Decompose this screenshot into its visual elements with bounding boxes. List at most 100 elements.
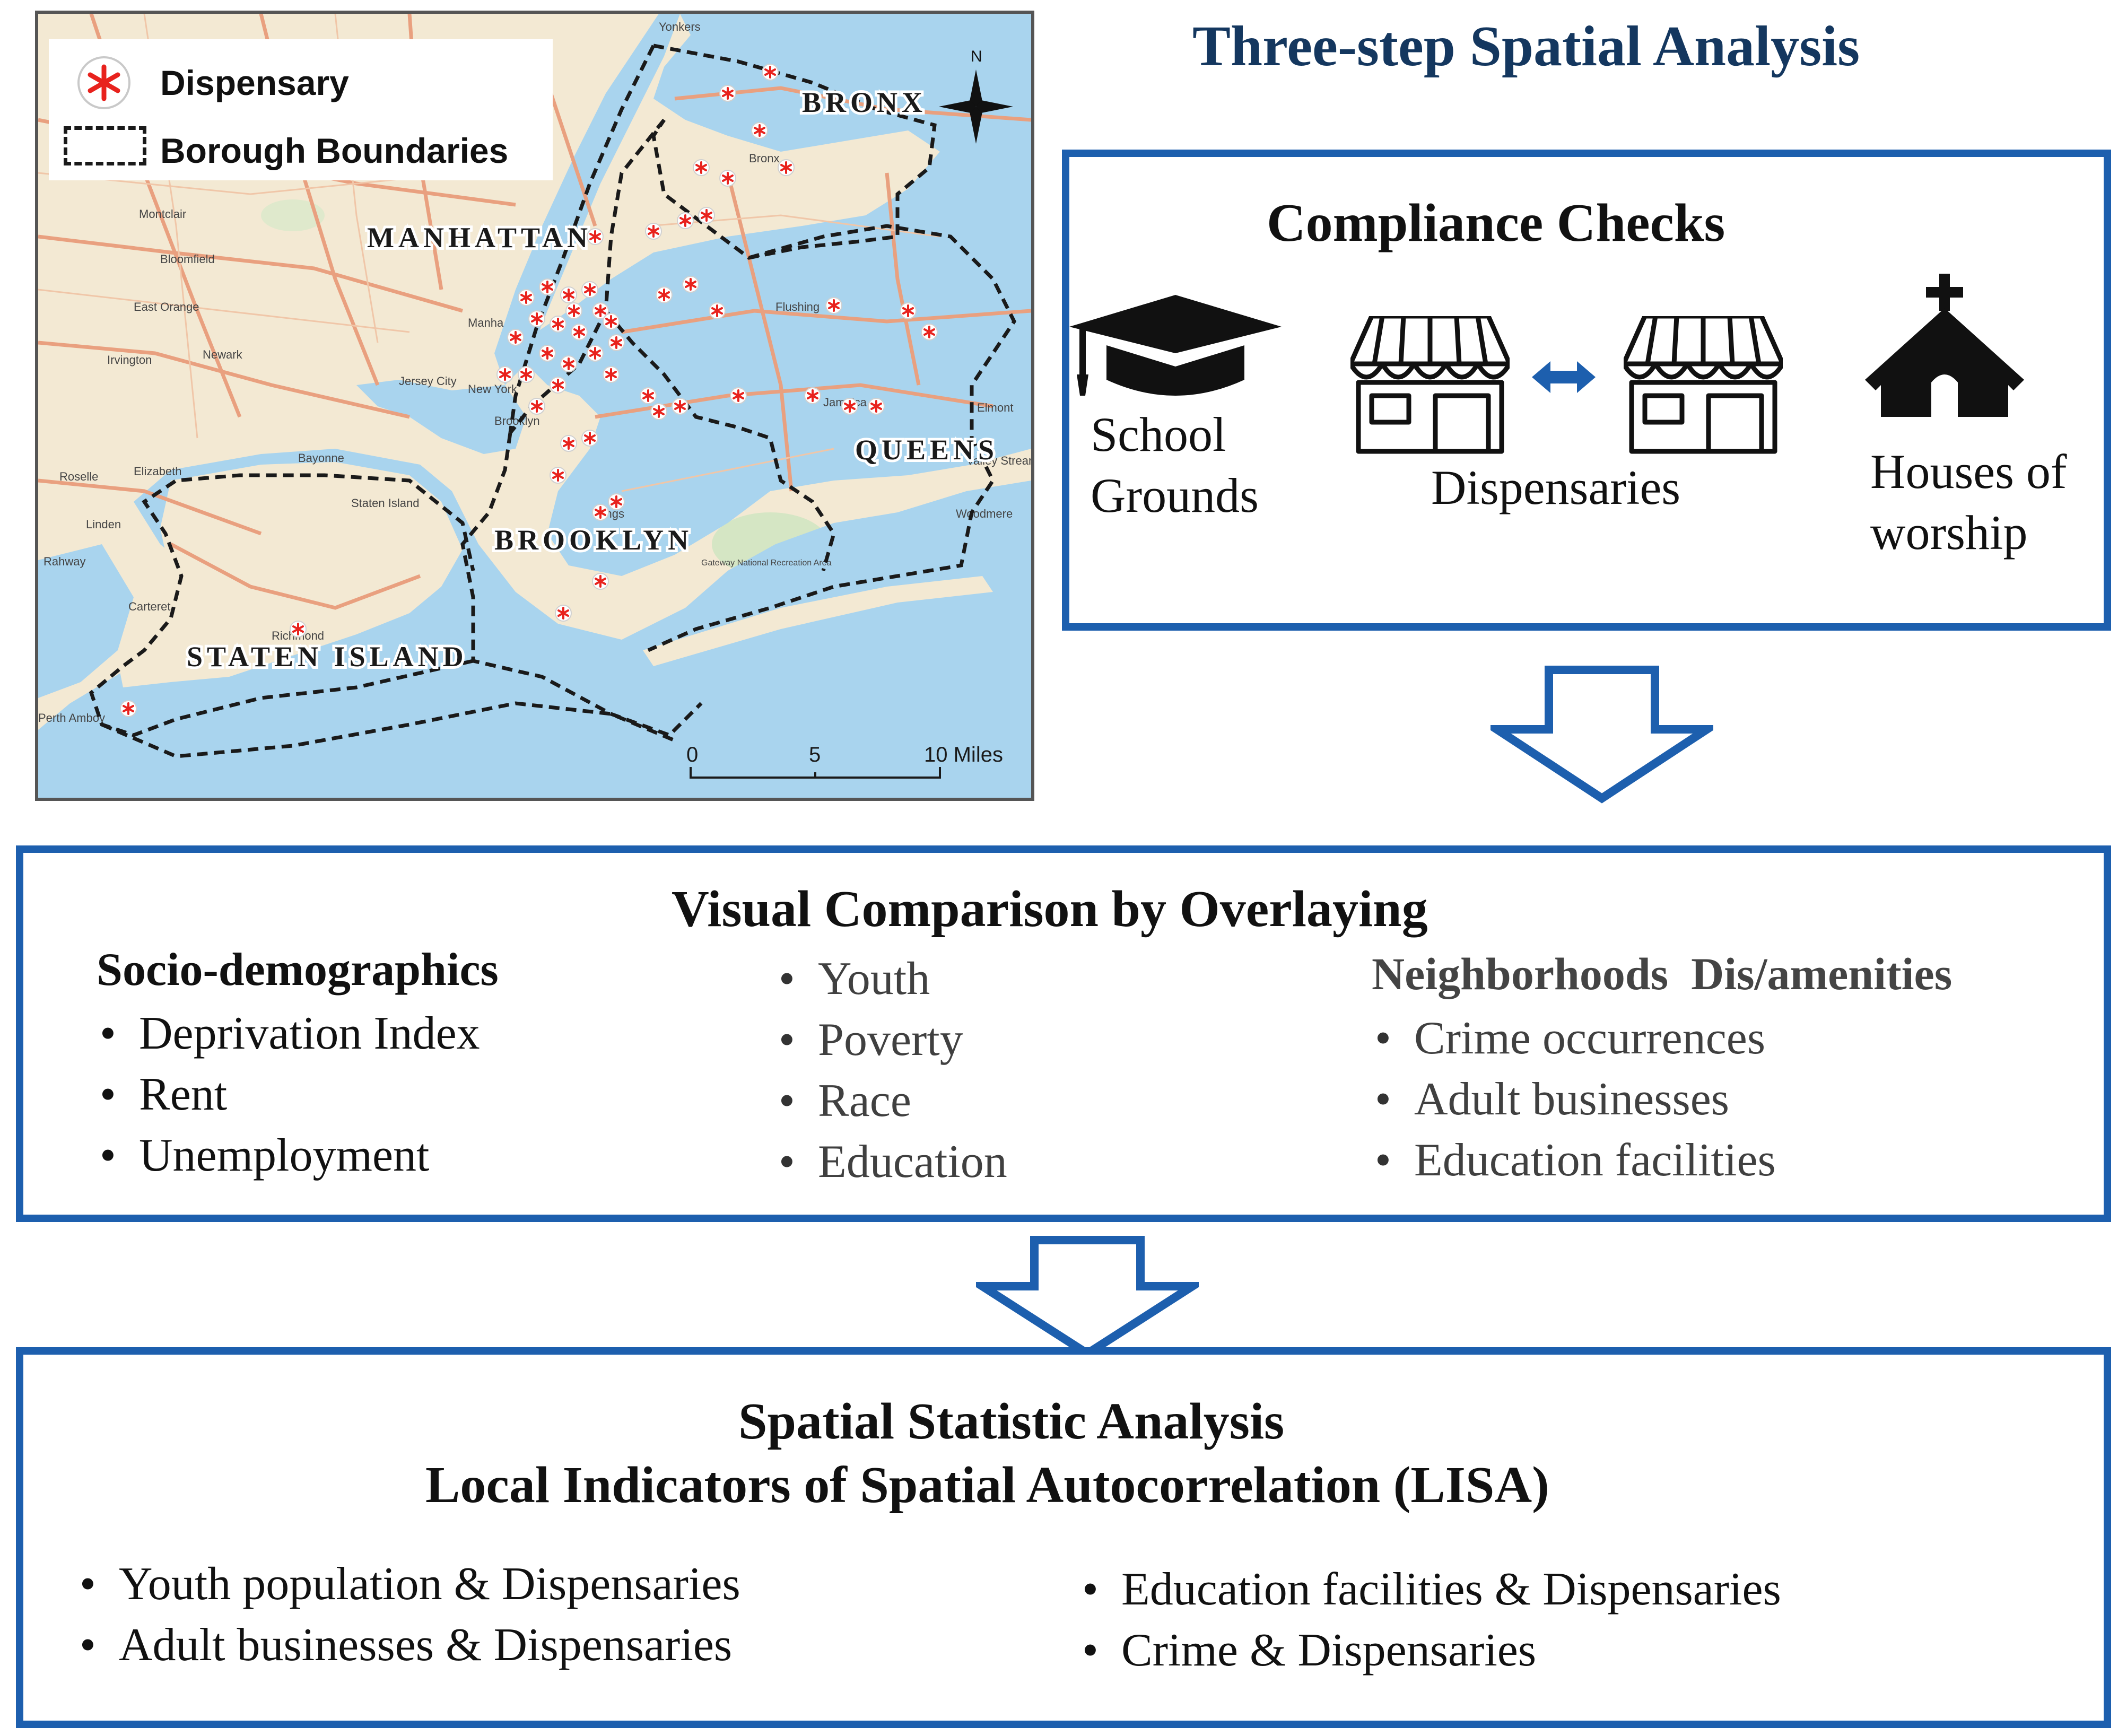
school-grounds-label-line1: School (1091, 407, 1226, 461)
dispensary-marker (677, 212, 694, 229)
list-item: Deprivation Index (97, 1003, 480, 1064)
dispensary-marker (645, 223, 662, 240)
boundary-manhattan (508, 45, 656, 433)
dispensary-marker (640, 387, 657, 404)
svg-text:Flushing: Flushing (775, 300, 820, 313)
dispensary-marker (682, 276, 699, 293)
legend-dispensary-label: Dispensary (160, 63, 349, 102)
graduation-cap-icon (1069, 295, 1282, 396)
spatial-left-list: Youth population & DispensariesAdult bus… (76, 1554, 740, 1676)
dispensary-marker (581, 281, 598, 298)
dispensary-marker (719, 85, 736, 102)
scale-tick-5: 5 (809, 743, 821, 766)
houses-of-worship-label-line2: worship (1870, 505, 2028, 560)
list-item: Crime & Dispensaries (1079, 1620, 1781, 1681)
dispensary-marker (120, 700, 137, 717)
socio-demographics-list: Deprivation IndexRentUnemployment (97, 1003, 480, 1186)
svg-text:Staten Island: Staten Island (351, 496, 419, 510)
dispensary-marker (555, 605, 572, 622)
dispensary-marker (290, 621, 307, 638)
visual-comparison-title: Visual Comparison by Overlaying (672, 880, 1428, 938)
list-item: Adult businesses (1372, 1069, 1776, 1130)
dispensary-marker (608, 493, 625, 510)
borough-label-brooklyn: BROOKLYN (494, 524, 693, 556)
dispensary-marker (603, 366, 620, 383)
scale-tick-0: 0 (686, 743, 698, 766)
dispensaries-label: Dispensaries (1431, 460, 1681, 514)
dispensary-marker (592, 573, 609, 590)
svg-text:Bronx: Bronx (749, 152, 779, 165)
list-item: Youth (775, 948, 1007, 1009)
svg-text:Irvington: Irvington (107, 353, 152, 367)
map-panel: Yonkers Montclair Bloomfield East Orange… (35, 11, 1034, 801)
houses-of-worship-label-line1: Houses of (1870, 444, 2067, 499)
svg-text:Newark: Newark (203, 348, 243, 361)
church-icon (1865, 274, 2024, 417)
map-river (356, 380, 526, 454)
svg-text:New York: New York (468, 382, 518, 396)
svg-text:Elizabeth: Elizabeth (134, 465, 182, 478)
dispensary-marker (550, 377, 566, 394)
dispensary-marker (560, 286, 577, 303)
overlay-variables-list: YouthPovertyRaceEducation (775, 948, 1007, 1192)
map-land (118, 462, 463, 687)
svg-text:Bloomfield: Bloomfield (160, 252, 215, 266)
svg-text:Manha: Manha (468, 316, 504, 329)
svg-text:Jersey City: Jersey City (399, 374, 457, 388)
legend-boundaries-label: Borough Boundaries (160, 131, 509, 170)
svg-text:Brooklyn: Brooklyn (494, 414, 540, 428)
north-arrow-icon (939, 69, 1013, 144)
dispensary-marker (698, 207, 715, 224)
dispensary-marker (693, 159, 710, 176)
dispensary-marker (571, 324, 588, 341)
scale-bar: 0 5 10 Miles (686, 743, 1003, 779)
boundary-staten-island (89, 473, 475, 737)
neighborhood-disamenities-list: Crime occurrencesAdult businessesEducati… (1372, 1008, 1776, 1191)
dispensary-marker (565, 302, 582, 319)
dispensary-marker (709, 302, 726, 319)
visual-comparison-box: Visual Comparison by Overlaying Socio-de… (16, 845, 2111, 1222)
map-water (38, 544, 134, 698)
compliance-checks-box: Compliance Checks School Grounds (1062, 150, 2111, 631)
spatial-statistic-box: Spatial Statistic Analysis Local Indicat… (16, 1347, 2111, 1728)
list-item: Rent (97, 1064, 480, 1125)
dispensary-marker (587, 228, 604, 245)
compliance-title: Compliance Checks (1267, 193, 1725, 253)
list-item: Adult businesses & Dispensaries (76, 1615, 740, 1676)
map-park (261, 199, 325, 231)
dispensary-marker (825, 297, 842, 314)
dispensary-marker (496, 366, 513, 383)
dispensary-marker (539, 278, 556, 295)
svg-text:Valley Stream: Valley Stream (966, 454, 1031, 467)
map-legend: Dispensary Borough Boundaries (49, 39, 553, 180)
dispensary-marker (592, 504, 609, 521)
svg-text:East Orange: East Orange (134, 300, 199, 313)
spatial-right-list: Education facilities & DispensariesCrime… (1079, 1559, 1781, 1681)
svg-text:Montclair: Montclair (139, 207, 186, 221)
dispensary-marker (592, 302, 609, 319)
dispensary-marker (560, 435, 577, 452)
dispensary-marker (528, 310, 545, 327)
dispensary-marker (608, 334, 625, 351)
list-item: Education facilities (1372, 1130, 1776, 1191)
svg-text:Gateway National Recreation Ar: Gateway National Recreation Area (701, 559, 832, 568)
dispensary-marker (841, 398, 858, 415)
svg-text:Elmont: Elmont (977, 401, 1013, 414)
spatial-title-line2: Local Indicators of Spatial Autocorrelat… (425, 1456, 1549, 1514)
dispensary-marker (518, 289, 535, 306)
dispensary-marker (804, 387, 821, 404)
dispensary-marker (672, 398, 688, 415)
dispensary-marker (650, 403, 667, 420)
borough-label-staten-island: STATEN ISLAND (187, 641, 468, 673)
dispensary-legend-icon (77, 56, 130, 109)
school-grounds-label-line2: Grounds (1091, 468, 1259, 522)
dispensary-marker (656, 286, 673, 303)
dispensary-marker (550, 467, 566, 484)
svg-text:Perth Amboy: Perth Amboy (38, 711, 105, 725)
svg-text:Woodmere: Woodmere (956, 507, 1013, 520)
boundary-brooklyn (460, 432, 703, 738)
scale-tick-10: 10 Miles (924, 743, 1003, 766)
map-land (643, 576, 993, 666)
dispensary-marker (762, 64, 779, 81)
dispensary-marker (778, 159, 795, 176)
